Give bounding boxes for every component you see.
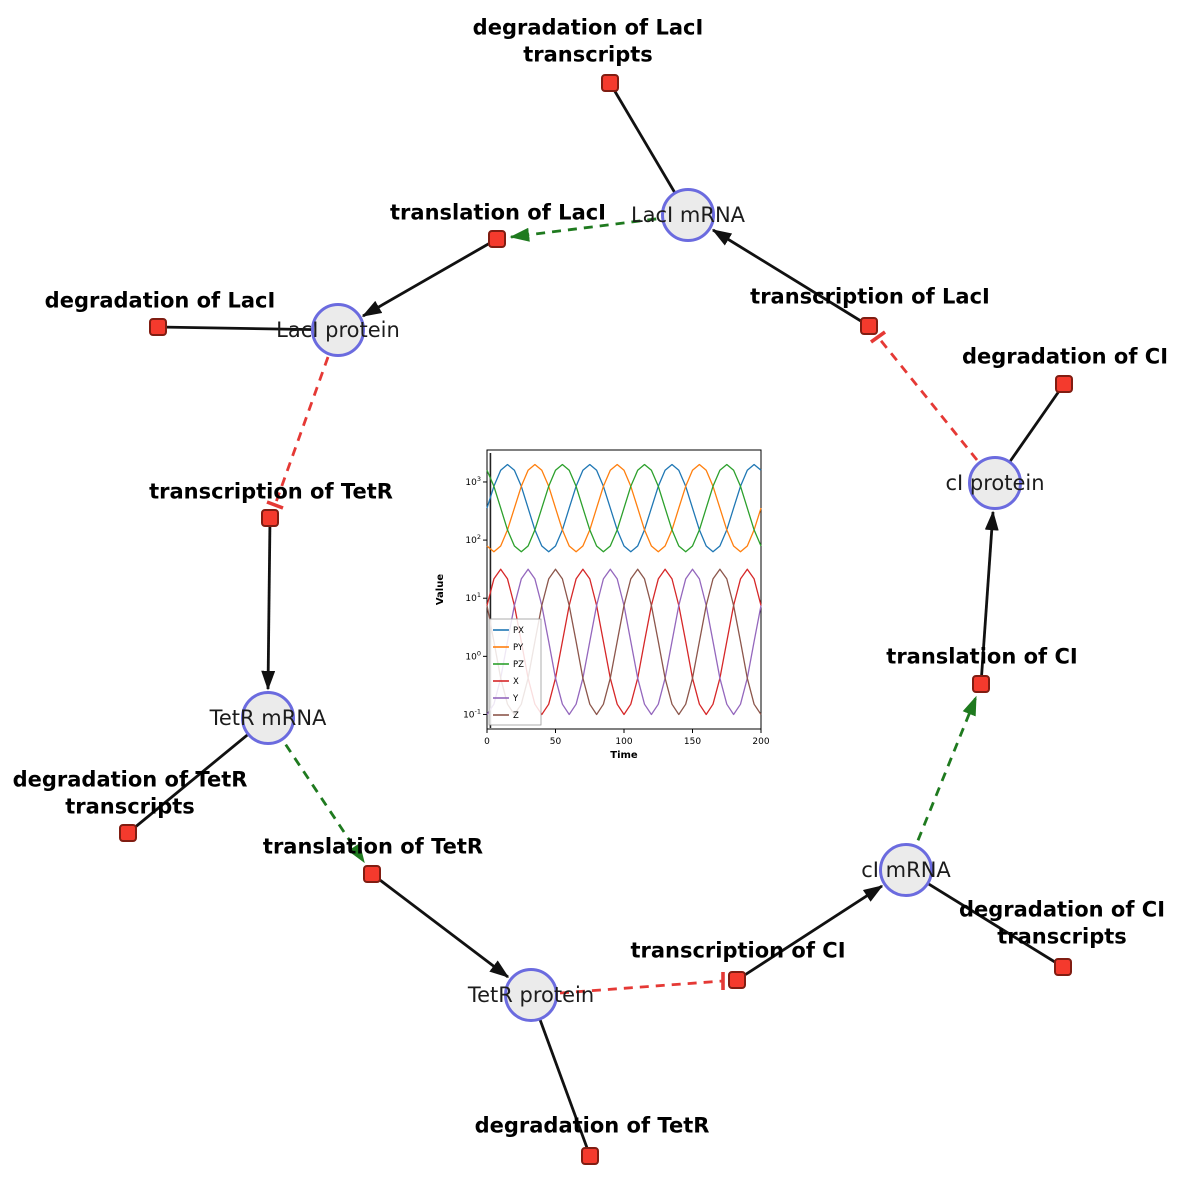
reaction-node-transcription-laci[interactable] — [860, 317, 878, 335]
edge-laci-protein-to-deg-laci — [157, 325, 339, 332]
series-line-PY — [486, 463, 762, 553]
reaction-label-degradation-laci: degradation of LacI — [44, 288, 276, 313]
reaction-label-degradation-tetr-transcripts: degradation of TetR transcripts — [12, 767, 248, 819]
species-node-laci-mrna[interactable] — [661, 188, 715, 242]
production-edges — [261, 228, 999, 982]
edge-transcription-laci-to-laci-mrna — [711, 228, 870, 328]
reaction-label-transcription-tetr: transcription of TetR — [149, 479, 393, 504]
y-tick-label: 101 — [465, 591, 481, 604]
reaction-label-translation-laci: translation of LacI — [390, 200, 606, 225]
edge-laci-mrna-to-translation-laci — [509, 213, 689, 242]
y-tick-label: 10-1 — [463, 707, 481, 720]
reaction-node-translation-tetr[interactable] — [363, 865, 381, 883]
edge-translation-tetr-to-tetr-protein — [371, 872, 510, 979]
edge-ci-mrna-to-deg-ci-transcripts — [905, 868, 1064, 969]
species-node-tetr-mrna[interactable] — [241, 691, 295, 745]
legend-label-PX: PX — [513, 626, 524, 636]
edge-transcription-ci-to-ci-mrna — [736, 884, 884, 982]
reaction-label-transcription-ci: transcription of CI — [630, 938, 846, 963]
reaction-node-degradation-tetr-transcripts[interactable] — [119, 824, 137, 842]
species-node-tetr-protein[interactable] — [504, 968, 558, 1022]
legend-label-X: X — [513, 677, 519, 687]
species-label-tetr-mrna: TetR mRNA — [209, 706, 327, 730]
reaction-label-degradation-ci-transcripts: degradation of CI transcripts — [958, 897, 1166, 949]
reaction-node-transcription-tetr[interactable] — [261, 509, 279, 527]
species-label-laci-protein: LacI protein — [276, 318, 400, 342]
reaction-label-translation-tetr: translation of TetR — [262, 834, 484, 859]
edge-ci-protein-inhibits-transcription-laci — [876, 336, 979, 461]
edge-tetr-protein-inhibits-transcription-ci — [559, 979, 724, 995]
edge-transcription-tetr-to-tetr-mrna — [261, 517, 276, 691]
reaction-label-transcription-laci: transcription of LacI — [750, 284, 990, 309]
species-label-ci-mrna: cI mRNA — [861, 858, 951, 882]
reaction-label-translation-ci: translation of CI — [886, 644, 1078, 669]
legend-label-PZ: PZ — [513, 660, 524, 670]
plot-frame — [486, 449, 762, 730]
reaction-node-transcription-ci[interactable] — [728, 971, 746, 989]
series-line-PX — [486, 463, 762, 553]
legend-box — [488, 618, 542, 726]
y-tick-label: 103 — [465, 475, 481, 488]
reaction-node-degradation-laci[interactable] — [149, 318, 167, 336]
inhibition-edges — [266, 330, 979, 995]
y-axis-label: Value — [435, 574, 446, 605]
tbar-transcription-laci — [869, 330, 887, 344]
series-line-PZ — [486, 463, 762, 553]
species-node-ci-mrna[interactable] — [879, 843, 933, 897]
x-tick-label: 100 — [615, 737, 632, 747]
reaction-node-translation-ci[interactable] — [972, 675, 990, 693]
legend-label-PY: PY — [513, 643, 524, 653]
modifier-edges — [266, 213, 978, 871]
reaction-label-degradation-ci: degradation of CI — [961, 344, 1169, 369]
tbar-transcription-tetr — [266, 500, 284, 510]
reaction-label-degradation-tetr: degradation of TetR — [474, 1113, 710, 1138]
reaction-node-degradation-laci-transcripts[interactable] — [601, 74, 619, 92]
x-axis-label: Time — [610, 750, 638, 761]
legend-label-Z: Z — [513, 711, 519, 721]
species-node-laci-protein[interactable] — [311, 303, 365, 357]
species-node-ci-protein[interactable] — [968, 456, 1022, 510]
reaction-node-degradation-ci[interactable] — [1055, 375, 1073, 393]
edge-ci-mrna-to-translation-ci — [904, 695, 978, 871]
species-label-laci-mrna: LacI mRNA — [630, 203, 746, 227]
edge-tetr-mrna-to-translation-tetr — [266, 717, 366, 864]
reaction-node-degradation-ci-transcripts[interactable] — [1054, 958, 1072, 976]
edge-laci-protein-inhibits-transcription-tetr — [273, 356, 330, 506]
legend-label-Y: Y — [512, 694, 519, 704]
edge-translation-ci-to-ci-protein — [979, 510, 999, 685]
species-label-ci-protein: cI protein — [945, 471, 1045, 495]
species-label-tetr-protein: TetR protein — [467, 983, 595, 1007]
reaction-node-degradation-tetr[interactable] — [581, 1147, 599, 1165]
edge-translation-laci-to-laci-protein — [361, 237, 498, 318]
y-tick-label: 102 — [465, 533, 481, 546]
edge-tetr-protein-to-deg-tetr — [529, 994, 592, 1157]
edge-tetr-mrna-to-deg-tetr-transcripts — [127, 716, 269, 835]
x-tick-label: 0 — [484, 737, 490, 747]
reaction-label-degradation-laci-transcripts: degradation of LacI transcripts — [472, 15, 704, 67]
x-tick-label: 50 — [550, 737, 562, 747]
x-tick-label: 200 — [752, 737, 769, 747]
reaction-node-translation-laci[interactable] — [488, 230, 506, 248]
y-tick-label: 100 — [465, 649, 481, 662]
x-tick-label: 150 — [684, 737, 701, 747]
